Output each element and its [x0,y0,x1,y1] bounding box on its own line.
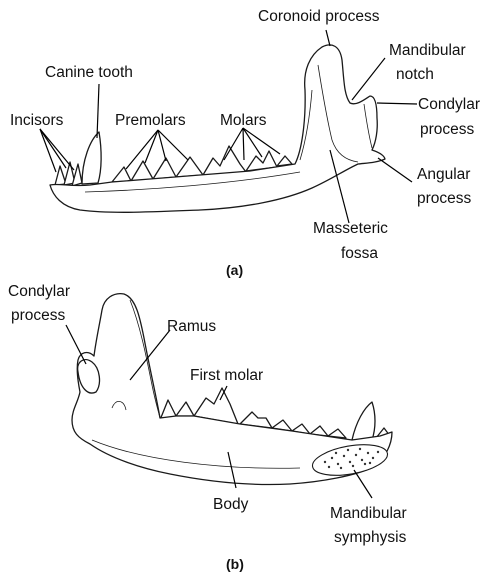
label-mandibular-symphysis-line2: symphysis [334,529,407,546]
tooth [176,402,194,416]
premolar [131,161,153,181]
label-condylar-process-line2: process [420,121,475,138]
mandible-medial-view [72,294,392,485]
caption-b: (b) [226,556,244,572]
label-premolars: Premolars [115,112,186,129]
label-mandibular-notch-line1: Mandibular [389,42,466,59]
premolar [153,158,176,179]
label-mandibular-notch-line2: notch [396,66,434,83]
label-mandibular-symphysis-line1: Mandibular [330,505,407,522]
label-angular-process-line2: process [417,190,472,207]
label-ramus: Ramus [167,318,216,335]
label-condylar-process-line1: Condylar [418,96,480,113]
premolar [176,157,203,177]
label-incisors: Incisors [10,112,64,129]
canine-tooth-b [352,402,375,440]
label-canine-tooth: Canine tooth [45,64,133,81]
labels-a: Coronoid process Mandibular notch Canine… [10,8,480,278]
label-b-condylar-process-line2: process [11,307,66,324]
label-molars: Molars [220,112,267,129]
label-first-molar: First molar [190,367,263,384]
caption-a: (a) [226,262,243,278]
premolar [112,167,131,182]
label-body: Body [213,496,249,513]
canine-tooth [82,132,101,184]
molar [203,146,246,175]
label-angular-process-line1: Angular [417,166,470,183]
label-b-condylar-process-line1: Condylar [8,283,70,300]
label-masseteric-fossa-line2: fossa [341,245,378,262]
label-coronoid-process: Coronoid process [258,8,380,25]
label-masseteric-fossa-line1: Masseteric [313,220,388,237]
